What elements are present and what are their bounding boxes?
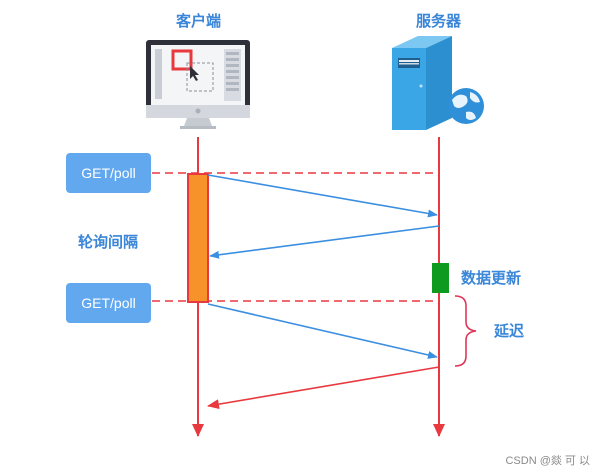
response-arrow-2: [207, 366, 440, 410]
response-arrow-1: [209, 225, 440, 259]
request-arrow-1: [207, 174, 438, 218]
delay-label: 延迟: [494, 322, 525, 340]
client-label: 客户端: [176, 12, 222, 30]
delay-brace: [454, 295, 477, 367]
server-label: 服务器: [416, 12, 462, 30]
server-lifeline-arrowhead: [433, 424, 445, 437]
get-poll-button-1[interactable]: GET/poll: [66, 153, 151, 193]
request-arrow-2: [207, 303, 438, 359]
data-update-block: [432, 263, 449, 293]
activation-bar: [187, 173, 209, 303]
server-icon: [392, 36, 484, 130]
monitor-icon: [146, 40, 250, 129]
get-poll-button-2[interactable]: GET/poll: [66, 283, 151, 323]
data-update-label: 数据更新: [461, 269, 522, 287]
watermark: CSDN @燚 可 以: [505, 455, 590, 467]
poll-interval-label: 轮询间隔: [78, 233, 139, 251]
client-lifeline-arrowhead: [192, 424, 204, 437]
